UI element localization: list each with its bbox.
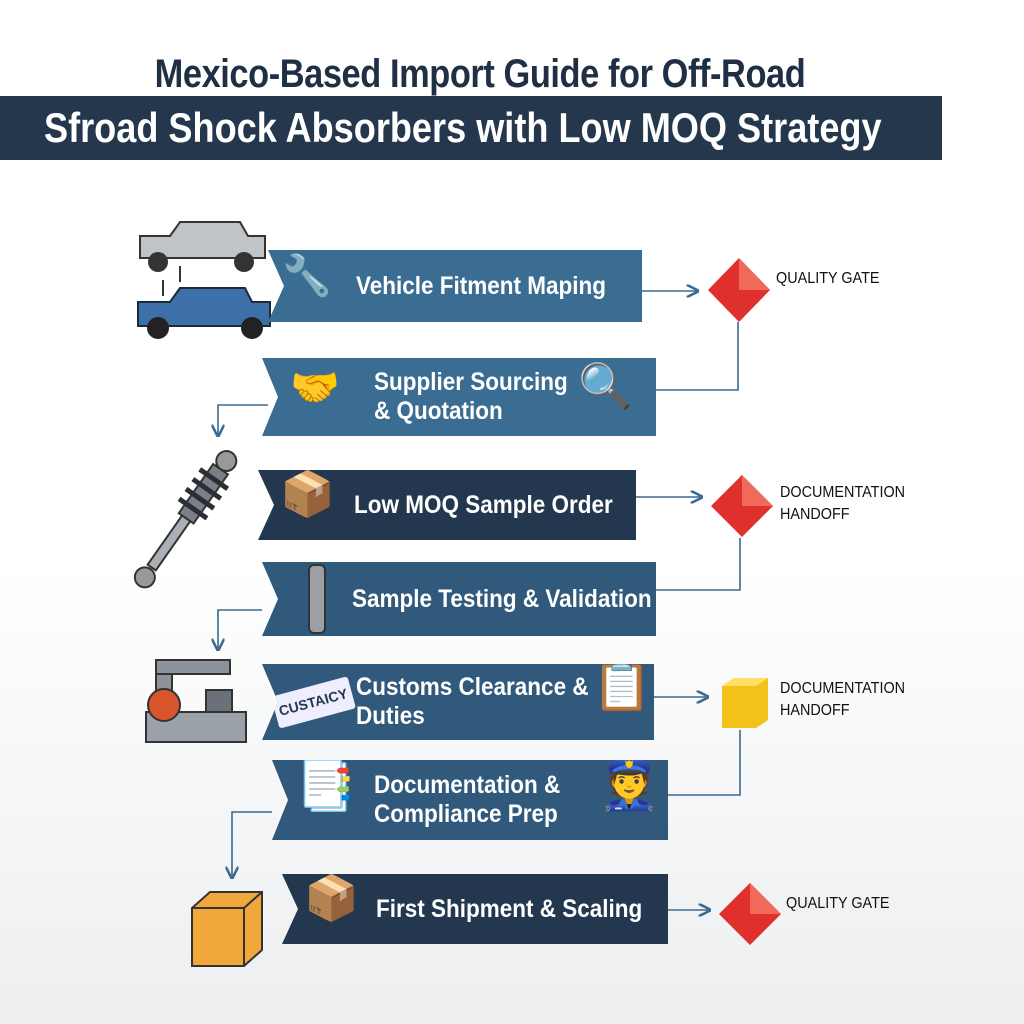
step-first-shipment[interactable]: 📦 First Shipment & Scaling: [282, 874, 668, 944]
gate-label: QUALITY GATE: [776, 270, 880, 287]
step-supplier-sourcing[interactable]: 🤝 Supplier Sourcing & Quotation 🔍: [262, 358, 656, 436]
customs-stamp-icon: CUSTAICY: [271, 676, 356, 729]
shock-icon: [308, 564, 326, 634]
handshake-icon: 🤝: [290, 366, 340, 410]
step-label: Supplier Sourcing & Quotation: [374, 368, 568, 425]
trucks-illustration: [137, 221, 271, 339]
title-banner: [0, 96, 942, 160]
step-label: Documentation & Compliance Prep: [374, 771, 561, 828]
title-line-2: Sfroad Shock Absorbers with Low MOQ Stra…: [44, 104, 882, 151]
wrench-icon: 🔧: [282, 254, 332, 298]
gate-diamond-2: [711, 475, 773, 537]
gate-diamond-3: [719, 883, 781, 945]
shipping-box-illustration: [191, 891, 263, 967]
step-sample-testing[interactable]: Sample Testing & Validation: [262, 562, 656, 636]
title-line-1: Mexico-Based Import Guide for Off-Road: [154, 52, 806, 96]
globe-magnifier-icon: 🔍: [578, 362, 633, 411]
box-icon: 📦: [280, 470, 335, 519]
gate-label: QUALITY GATE: [786, 895, 890, 912]
gate-label: DOCUMENTATION HANDOFF: [780, 484, 906, 523]
step-vehicle-fitment-mapping[interactable]: 🔧 Vehicle Fitment Maping: [268, 250, 642, 322]
box-icon: 📦: [304, 874, 359, 923]
gate-label: DOCUMENTATION HANDOFF: [780, 680, 906, 719]
step-low-moq-sample-order[interactable]: 📦 Low MOQ Sample Order: [258, 470, 636, 540]
step-customs-clearance[interactable]: CUSTAICY Customs Clearance & Duties 📋: [262, 664, 654, 740]
customs-officer-icon: 👮: [598, 756, 661, 812]
step-label: Vehicle Fitment Maping: [356, 271, 607, 300]
gate-cube: [722, 678, 768, 728]
step-label: Low MOQ Sample Order: [354, 490, 613, 519]
gate-diamond-1: [708, 258, 770, 322]
checklist-icon: 📋: [592, 660, 652, 713]
shock-absorber-illustration: [133, 450, 238, 589]
step-label: Customs Clearance & Duties: [356, 673, 589, 730]
documents-icon: 📑: [296, 760, 356, 813]
step-documentation-compliance[interactable]: 📑 Documentation & Compliance Prep 👮: [272, 760, 668, 840]
step-label: Sample Testing & Validation: [352, 584, 652, 613]
testing-machine-illustration: [145, 659, 247, 743]
step-label: First Shipment & Scaling: [376, 894, 643, 923]
